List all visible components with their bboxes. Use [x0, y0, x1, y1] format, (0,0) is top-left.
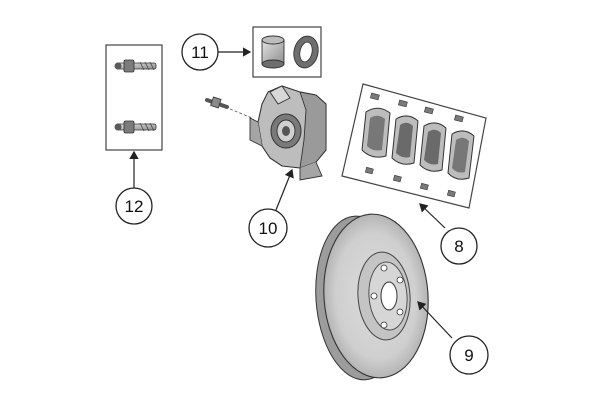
- brake-pad-icon: [419, 122, 447, 172]
- guide-pin-bolt-icon: [114, 59, 157, 73]
- callout-8-label: 8: [454, 237, 463, 256]
- pad-clip-icon: [369, 92, 464, 123]
- callout-8: 8: [440, 227, 478, 265]
- callout-11-label: 11: [191, 43, 209, 62]
- pad-clip-icon: [364, 166, 456, 198]
- piston-seal-group: [252, 26, 322, 78]
- callout-12: 12: [115, 187, 153, 225]
- leader-line-10: [275, 168, 294, 211]
- callout-11: 11: [181, 33, 219, 71]
- callout-9-label: 9: [464, 346, 473, 365]
- leader-line-9: [417, 301, 453, 339]
- guide-pin-bolts-group: [105, 44, 163, 151]
- brake-caliper-icon: [249, 85, 327, 181]
- brake-pad-icon: [447, 130, 475, 180]
- bleeder-screw-icon: [205, 96, 253, 119]
- brake-pads-group: [341, 83, 487, 209]
- leader-line-8: [419, 203, 446, 229]
- brake-rotor-icon: [315, 213, 429, 381]
- guide-pin-bolt-icon: [114, 120, 157, 134]
- callout-10-label: 10: [259, 219, 278, 238]
- piston-seal-icon: [293, 35, 319, 69]
- callout-9: 9: [449, 335, 489, 375]
- callout-10: 10: [248, 208, 288, 248]
- brake-pad-icon: [361, 107, 391, 158]
- brake-pad-icon: [391, 115, 419, 165]
- callout-12-label: 12: [125, 197, 144, 216]
- caliper-piston-icon: [261, 35, 285, 69]
